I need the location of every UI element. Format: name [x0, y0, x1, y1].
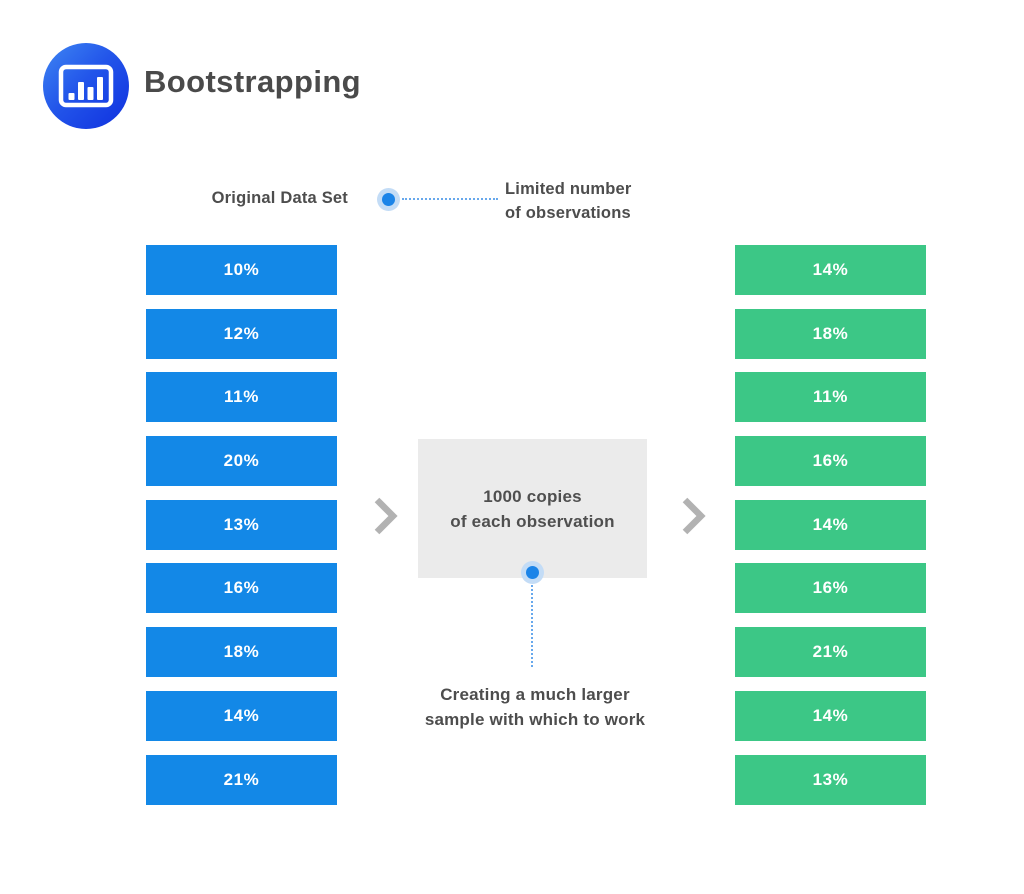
bar-chart-icon	[58, 64, 114, 108]
original-bar: 20%	[146, 436, 337, 487]
original-bar: 10%	[146, 245, 337, 295]
bootstrap-bar: 16%	[735, 563, 926, 614]
original-bar: 14%	[146, 690, 337, 741]
larger-sample-caption: Creating a much larger sample with which…	[385, 683, 685, 732]
bootstrap-bar: 18%	[735, 308, 926, 359]
dotted-connector-vertical	[531, 585, 533, 667]
limited-observations-note: Limited number of observations	[505, 177, 632, 225]
copies-note-line2: of each observation	[450, 511, 615, 531]
larger-sample-caption-line1: Creating a much larger	[440, 685, 630, 704]
callout-dot-core	[526, 566, 539, 579]
larger-sample-caption-line2: sample with which to work	[424, 709, 646, 729]
chevron-right-icon	[682, 497, 706, 535]
callout-dot-top	[377, 188, 400, 211]
original-bar: 11%	[146, 372, 337, 423]
bootstrap-bar: 14%	[735, 690, 926, 741]
logo-badge	[43, 43, 129, 129]
bootstrap-bar: 14%	[735, 499, 926, 550]
bootstrap-sample-column: 14% 18% 11% 16% 14% 16% 21% 14% 13%	[735, 245, 926, 805]
callout-dot-bottom	[521, 561, 544, 584]
original-bar: 13%	[146, 499, 337, 550]
dotted-connector-horizontal	[402, 198, 498, 200]
bootstrap-bar: 21%	[735, 627, 926, 678]
page-title: Bootstrapping	[144, 64, 362, 99]
callout-dot-core	[382, 193, 395, 206]
bootstrap-bar: 13%	[735, 754, 926, 805]
copies-note-line1: 1000 copies	[483, 486, 582, 506]
limited-observations-note-line1: Limited number	[505, 180, 632, 198]
chevron-right-icon	[374, 497, 398, 535]
limited-observations-note-line2: of observations	[505, 204, 631, 222]
bootstrap-bar: 16%	[735, 436, 926, 487]
original-bar: 18%	[146, 627, 337, 678]
original-bar: 16%	[146, 563, 337, 614]
original-data-set-label: Original Data Set	[211, 189, 348, 207]
original-bar: 21%	[146, 754, 337, 805]
copies-box: 1000 copies of each observation	[418, 439, 647, 578]
bootstrap-bar: 14%	[735, 245, 926, 295]
bootstrap-bar: 11%	[735, 372, 926, 423]
original-bar: 12%	[146, 308, 337, 359]
original-data-column: 10% 12% 11% 20% 13% 16% 18% 14% 21%	[146, 245, 337, 805]
